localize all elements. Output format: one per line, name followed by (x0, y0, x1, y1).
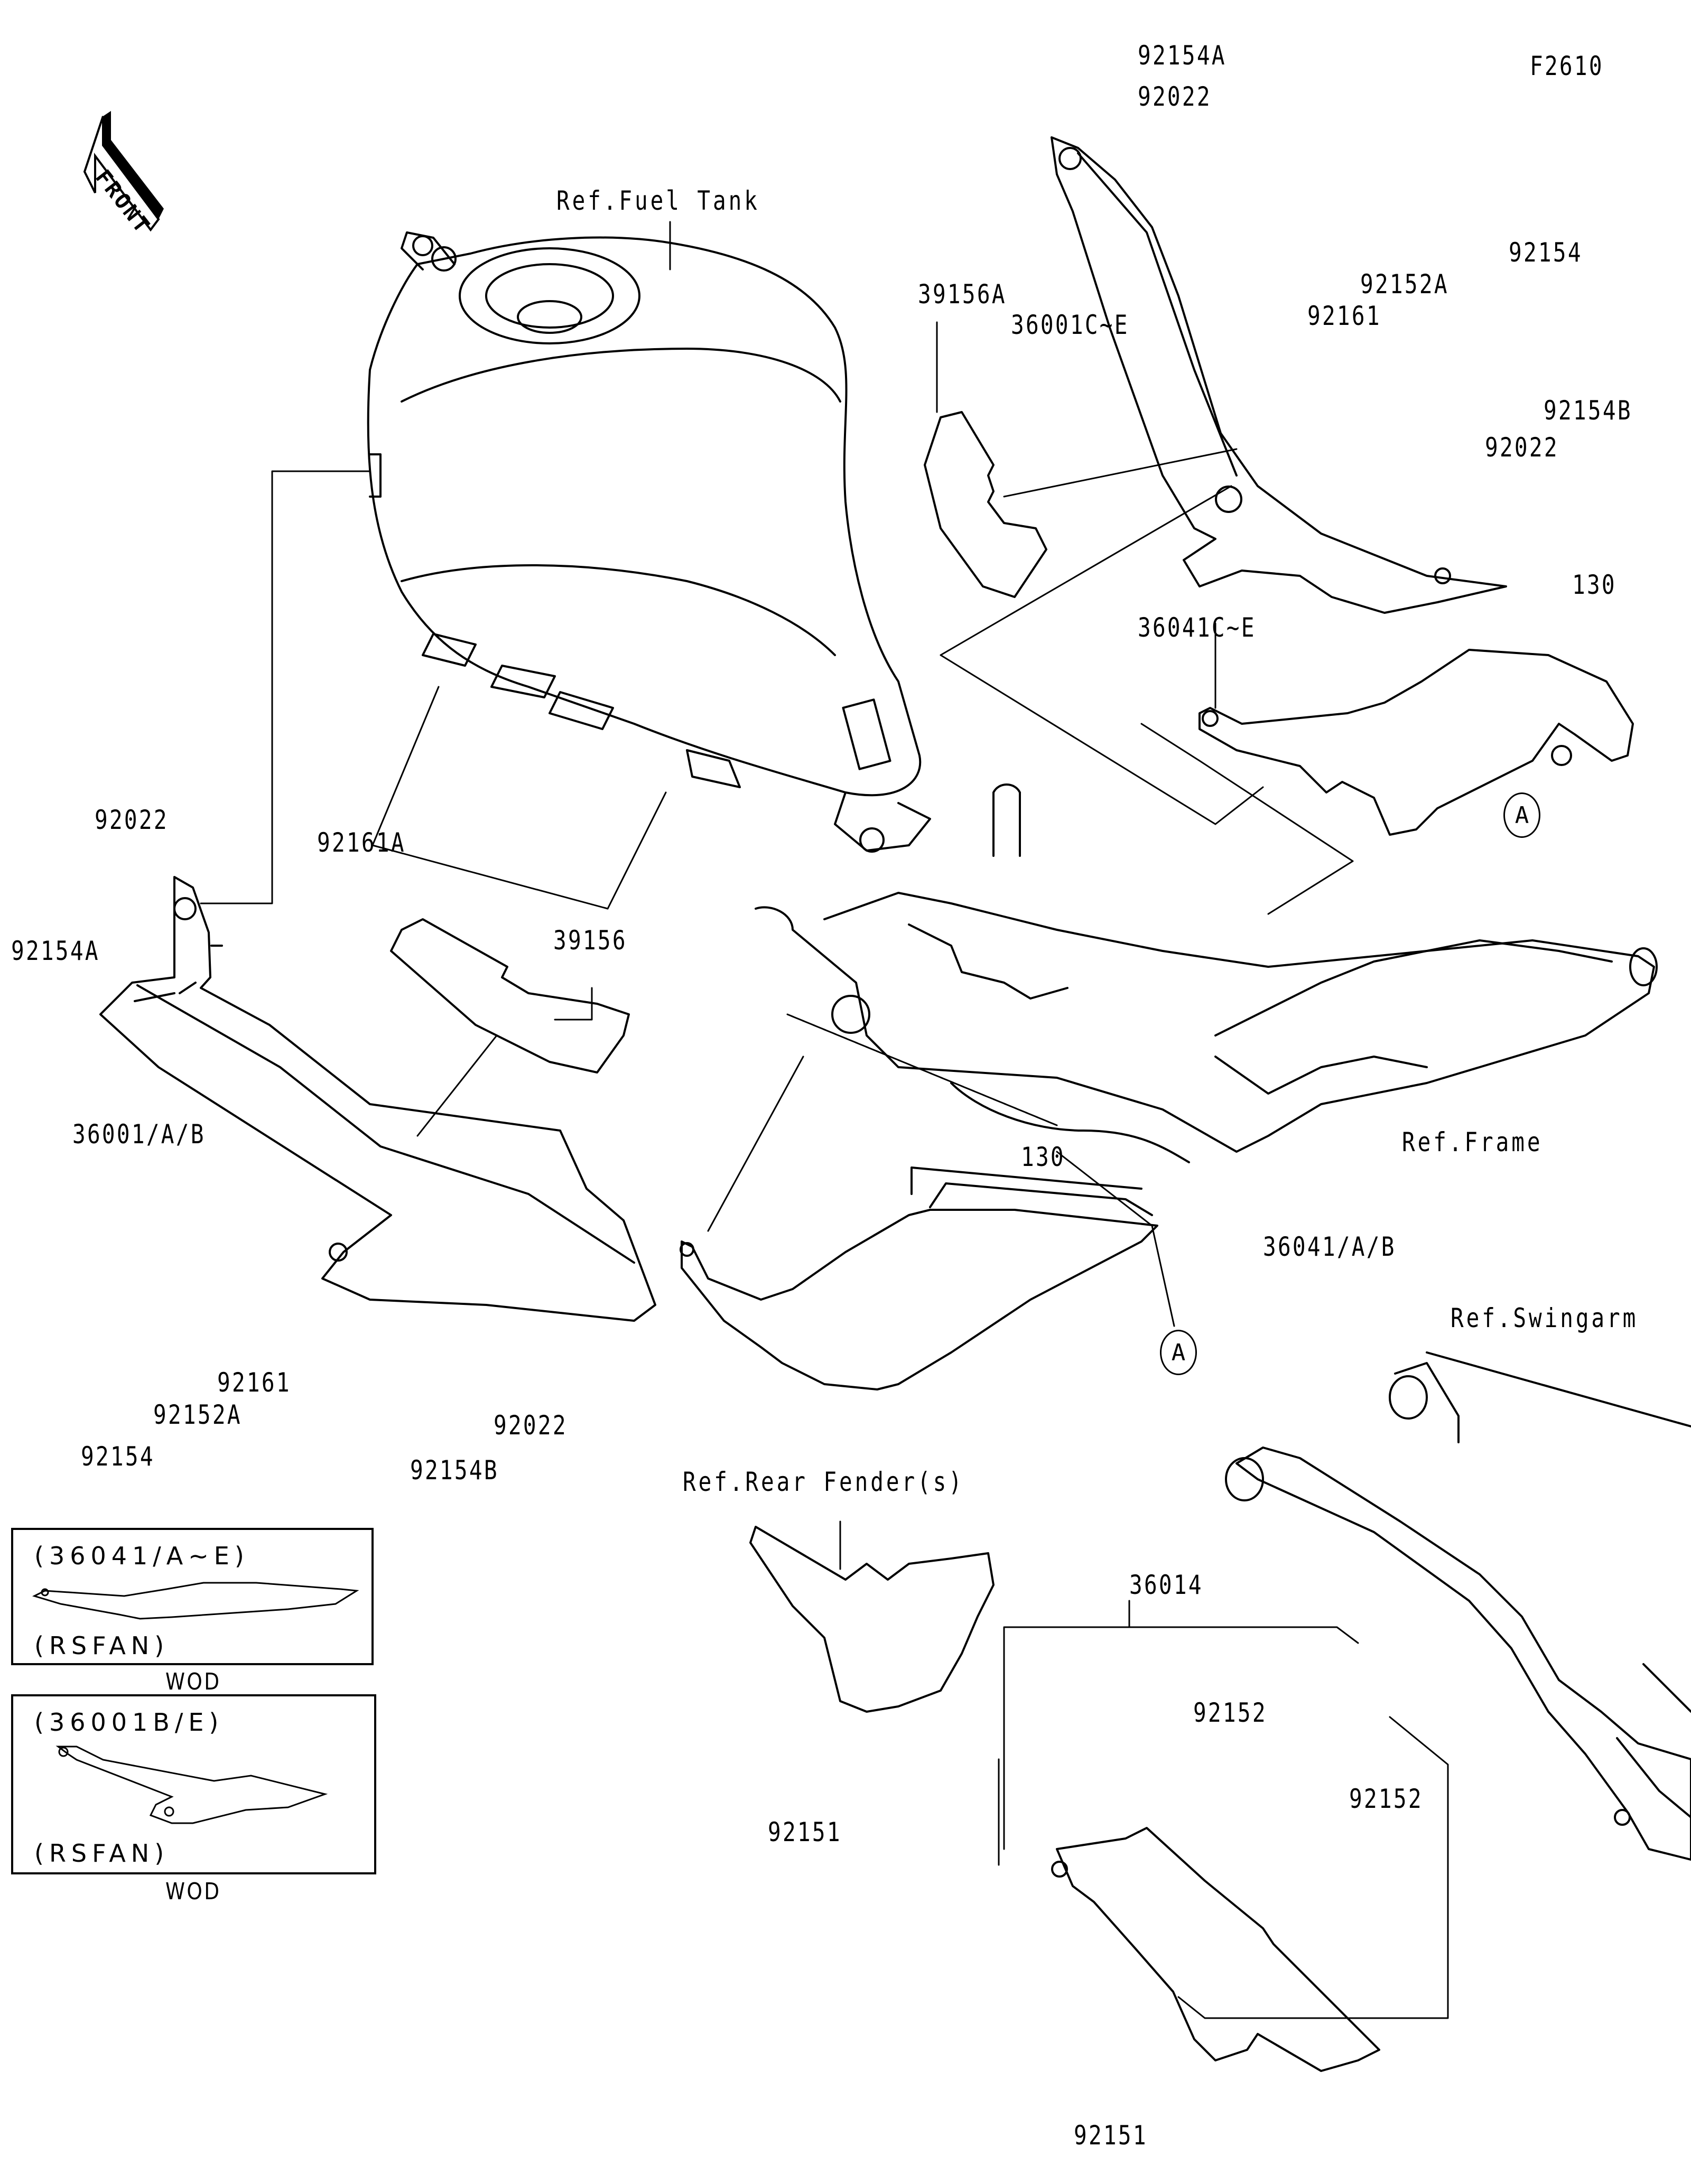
part-92022-lower[interactable]: 92022 (494, 1410, 568, 1441)
inset-36041-variant: (36041/A~E) (RSFAN) (11, 1528, 374, 1665)
frame-drawing (755, 783, 1658, 1163)
part-92154A-top[interactable]: 92154A (1138, 40, 1227, 71)
inset-title: (36001B/E) (34, 1708, 224, 1737)
part-39156A[interactable]: 39156A (918, 279, 1007, 310)
part-92154B-right[interactable]: 92154B (1544, 395, 1632, 426)
part-36041-A-B[interactable]: 36041/A/B (1263, 1231, 1396, 1262)
part-92152-b[interactable]: 92152 (1349, 1784, 1423, 1814)
part-130-mid[interactable]: 130 (1021, 1142, 1065, 1172)
part-92152-a[interactable]: 92152 (1193, 1697, 1267, 1728)
part-92022-left[interactable]: 92022 (95, 805, 169, 835)
ref-rear-fender: Ref.Rear Fender(s) (683, 1467, 964, 1497)
part-36014[interactable]: 36014 (1129, 1570, 1203, 1600)
swingarm-drawing (1225, 1351, 1691, 1861)
side-cover-upper-drawing (1051, 136, 1507, 614)
inset-caption: WOD (165, 1878, 221, 1905)
inset-36001-variant: (36001B/E) (RSFAN) (11, 1694, 376, 1874)
part-92151-bottom[interactable]: 92151 (1074, 2120, 1148, 2151)
part-92022-right[interactable]: 92022 (1485, 432, 1559, 463)
part-92161-right[interactable]: 92161 (1307, 301, 1381, 331)
part-92152A-right[interactable]: 92152A (1360, 269, 1449, 300)
pad-39156-drawing (390, 918, 630, 1074)
pad-39156A-drawing (924, 411, 1047, 598)
ref-frame: Ref.Frame (1402, 1127, 1543, 1158)
chain-guard-drawing (1056, 1827, 1380, 2072)
inset-note: (RSFAN) (34, 1631, 170, 1660)
part-36041C-E[interactable]: 36041C~E (1138, 612, 1256, 643)
part-92154B-left[interactable]: 92154B (410, 1455, 499, 1486)
part-36001-A-B[interactable]: 36001/A/B (72, 1119, 206, 1150)
ref-marker-A-mid: A (1160, 1330, 1197, 1375)
inset-title: (36041/A~E) (34, 1542, 249, 1570)
part-36001C-E[interactable]: 36001C~E (1011, 310, 1129, 340)
part-92154-left[interactable]: 92154 (81, 1441, 155, 1472)
ref-fuel-tank: Ref.Fuel Tank (556, 185, 760, 216)
part-92161-left[interactable]: 92161 (217, 1367, 291, 1398)
rear-cover-upper-drawing (1198, 649, 1634, 836)
rear-cover-lower-drawing (680, 1166, 1158, 1390)
inset-part-drawing (55, 1746, 328, 1824)
part-92022-top[interactable]: 92022 (1138, 81, 1212, 112)
part-39156[interactable]: 39156 (553, 925, 627, 956)
inset-caption: WOD (165, 1668, 221, 1695)
part-92161A[interactable]: 92161A (317, 827, 406, 858)
figure-code: F2610 (1530, 51, 1604, 81)
side-cover-left-drawing (99, 876, 656, 1322)
ref-swingarm: Ref.Swingarm (1451, 1303, 1639, 1333)
inset-part-drawing (32, 1582, 359, 1620)
ref-marker-A-right: A (1503, 792, 1540, 838)
fuel-tank-drawing (367, 231, 931, 853)
front-direction-indicator: FRONT (79, 108, 217, 239)
inset-note: (RSFAN) (34, 1839, 170, 1868)
part-92152A-left[interactable]: 92152A (153, 1399, 242, 1430)
part-92151-left[interactable]: 92151 (768, 1817, 842, 1847)
part-130-right[interactable]: 130 (1572, 570, 1616, 600)
part-92154A-left[interactable]: 92154A (11, 936, 100, 966)
rear-fender-drawing (749, 1526, 995, 1713)
front-arrow-icon (83, 111, 164, 232)
part-92154-right[interactable]: 92154 (1509, 237, 1583, 268)
